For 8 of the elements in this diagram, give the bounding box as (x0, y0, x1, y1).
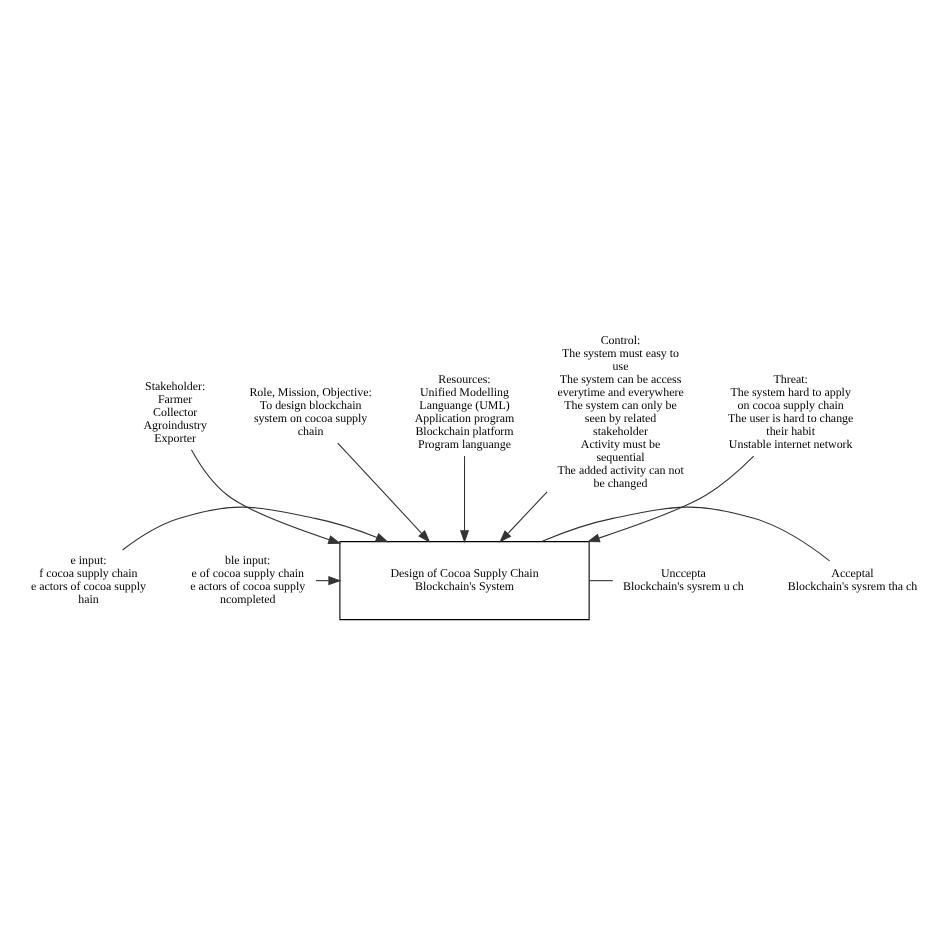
arrow (337, 441, 431, 542)
arrow (122, 505, 389, 550)
arrow (459, 454, 470, 543)
arrow (190, 448, 342, 543)
arrow (499, 490, 548, 542)
connector (541, 505, 831, 561)
arrow (586, 454, 755, 542)
connector (588, 579, 614, 581)
